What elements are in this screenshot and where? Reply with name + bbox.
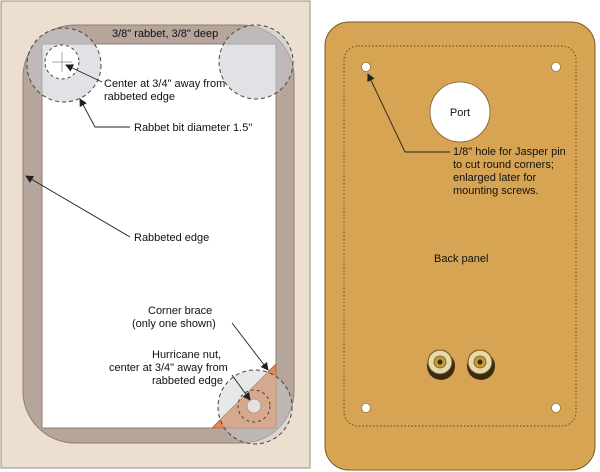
bit-circle-top-right xyxy=(218,24,294,100)
hole-leader xyxy=(367,73,450,153)
nut-label-line1: Hurricane nut, xyxy=(152,349,221,361)
pin-hole-top-left xyxy=(361,62,371,72)
nut-center xyxy=(246,398,262,414)
binding-post-right xyxy=(467,349,495,380)
nut-outline xyxy=(237,389,271,423)
brace-label-line1: Corner brace xyxy=(148,305,212,317)
edge-leader xyxy=(25,175,131,238)
center-label-line2: rabbeted edge xyxy=(104,91,175,103)
pin-hole-top-right xyxy=(551,62,561,72)
rabbet-inner-opening xyxy=(41,43,277,429)
rabbet-label: 3/8" rabbet, 3/8" deep xyxy=(112,28,218,40)
binding-post-left xyxy=(427,349,455,380)
nut-label-line2: center at 3/4" away from xyxy=(109,362,228,374)
brace-label-line2: (only one shown) xyxy=(132,318,216,330)
hole-label-line3: enlarged later for xyxy=(453,172,536,184)
bit-label: Rabbet bit diameter 1.5" xyxy=(134,122,252,134)
pin-hole-bottom-left xyxy=(361,403,371,413)
bit-leader xyxy=(79,98,130,128)
brace-leader xyxy=(231,322,269,371)
port-opening xyxy=(429,81,491,143)
back-panel xyxy=(324,21,596,471)
pin-hole-bottom-right xyxy=(551,403,561,413)
center-leader xyxy=(65,64,103,83)
edge-label: Rabbeted edge xyxy=(134,232,209,244)
hole-label-line4: mounting screws. xyxy=(453,185,539,197)
center-label-line1: Center at 3/4" away from xyxy=(104,78,225,90)
back-panel-label: Back panel xyxy=(434,253,488,265)
nut-label-line3: rabbeted edge xyxy=(152,375,223,387)
hole-label-line1: 1/8" hole for Jasper pin xyxy=(453,146,566,158)
port-label: Port xyxy=(450,107,470,119)
hole-label-line2: to cut round corners; xyxy=(453,159,554,171)
nut-leader xyxy=(231,374,251,401)
back-panel-dotted-outline xyxy=(343,45,577,427)
